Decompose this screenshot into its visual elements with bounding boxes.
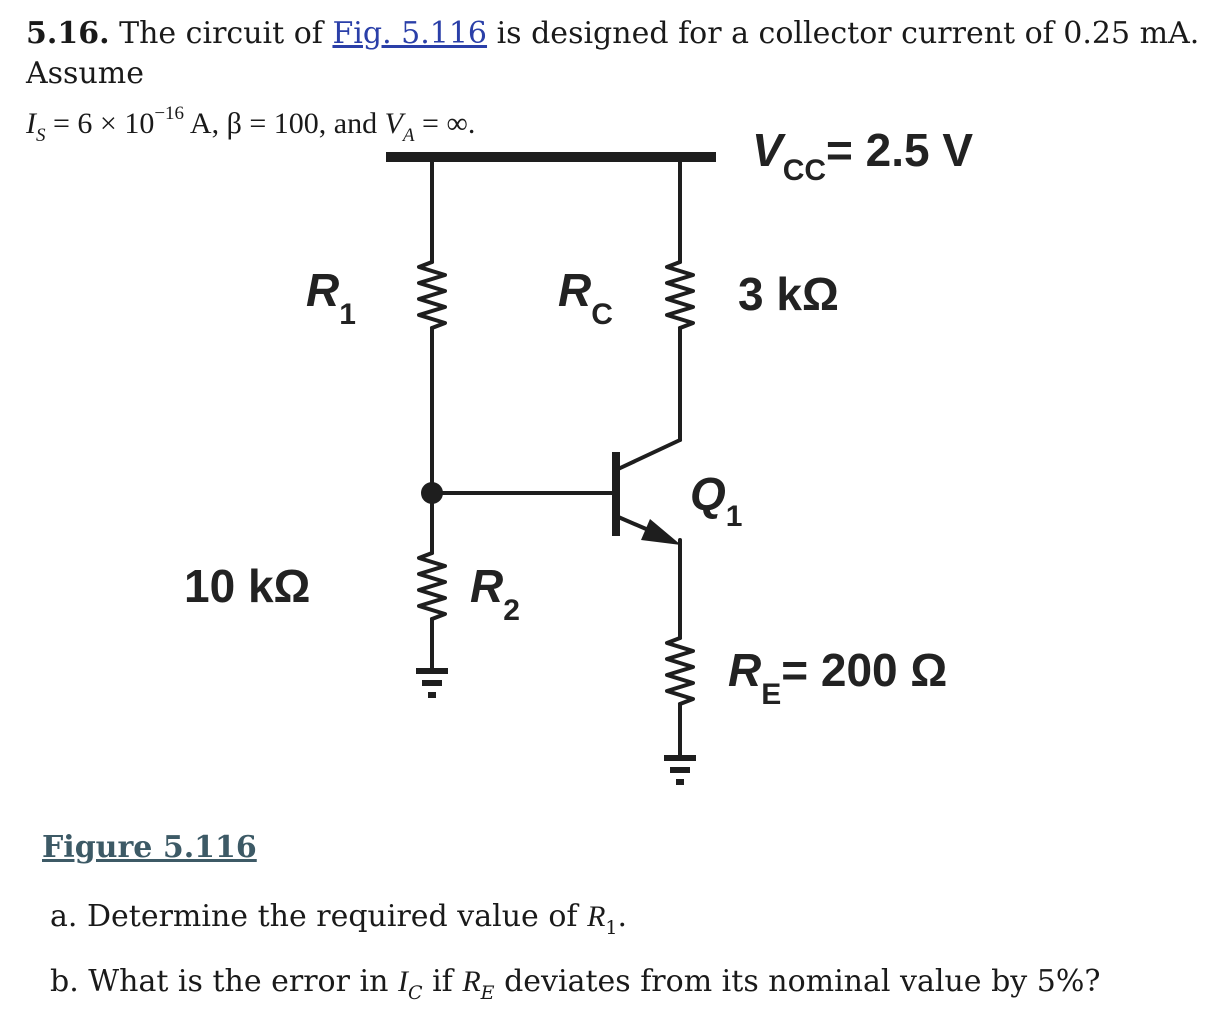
r2-label: R2	[470, 560, 520, 627]
r1-label: R1	[306, 264, 356, 331]
part-a: a. Determine the required value of R1.	[50, 899, 628, 939]
emitter-arrow	[641, 519, 681, 545]
part-b: b. What is the error in IC if RE deviate…	[50, 964, 1101, 1004]
q1-label: Q1	[690, 468, 742, 533]
rc-value: 3 kΩ	[738, 268, 839, 320]
base-node-dot	[421, 482, 443, 504]
vcc-label: VCC= 2.5 V	[752, 124, 973, 187]
re-label: RE= 200 Ω	[728, 644, 947, 711]
question-parts: a. Determine the required value of R1. b…	[50, 890, 1100, 1020]
figure-link[interactable]: Fig. 5.116	[332, 16, 488, 51]
rc-resistor	[665, 260, 695, 330]
problem-number: 5.16.	[26, 16, 110, 51]
problem-text: The circuit of	[119, 16, 323, 51]
r2-value: 10 kΩ	[184, 560, 310, 612]
rc-label: RC	[558, 264, 613, 331]
is-expression: IS = 6 × 10−16 A, β = 100, and VA = ∞.	[26, 103, 476, 146]
problem-text-continued: is designed for a collector current of 0…	[26, 16, 1200, 91]
re-resistor	[665, 636, 695, 706]
q1-collector	[614, 438, 682, 472]
ground-symbol-right	[664, 755, 696, 785]
figure-caption[interactable]: Figure 5.116	[42, 830, 257, 865]
ground-symbol-left	[416, 668, 448, 698]
circuit-diagram: VCC= 2.5 V R1 RC 3 kΩ Q1 10 kΩ R2 RE= 20…	[184, 124, 973, 785]
r2-resistor	[417, 551, 447, 621]
problem-statement: 5.16. The circuit of Fig. 5.116 is desig…	[26, 14, 1216, 156]
r1-resistor	[417, 260, 447, 330]
